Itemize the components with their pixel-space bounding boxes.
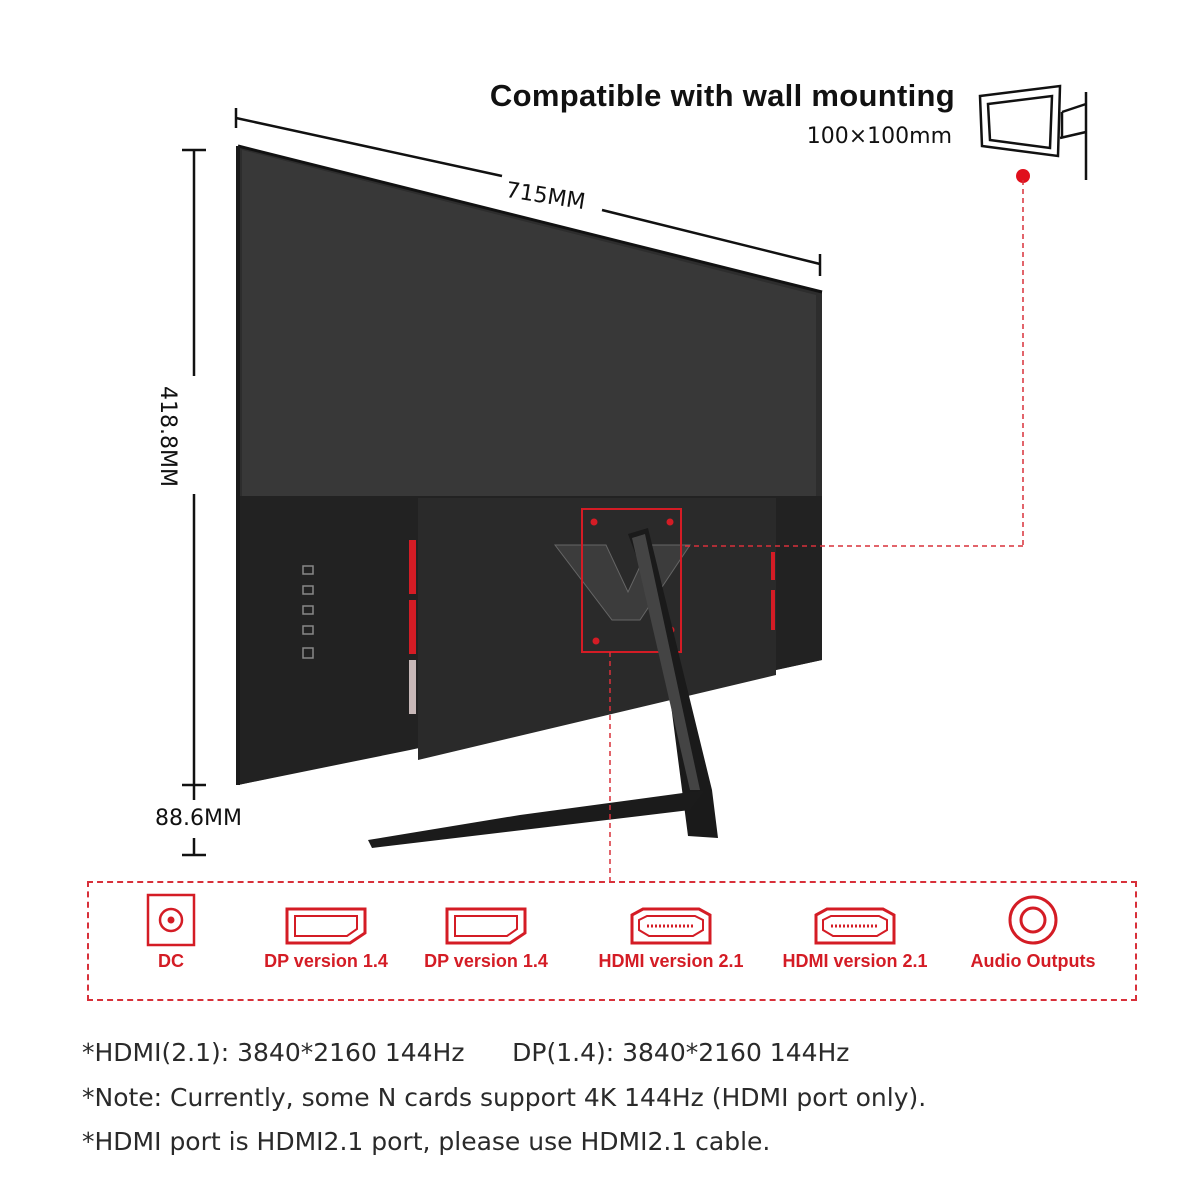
- vesa-size: 100×100mm: [806, 124, 952, 149]
- displayport-icon: [285, 907, 367, 945]
- leader-lines: [609, 180, 1024, 882]
- port-label: DC: [158, 951, 184, 971]
- vesa-mount-plate: [581, 508, 682, 653]
- port-dp-1: DP version 1.4: [226, 893, 426, 971]
- depth-label: 88.6MM: [155, 806, 242, 831]
- port-dp-2: DP version 1.4: [386, 893, 586, 971]
- note-n-cards: *Note: Currently, some N cards support 4…: [82, 1083, 927, 1112]
- note-resolution: *HDMI(2.1): 3840*2160 144Hz DP(1.4): 384…: [82, 1038, 850, 1067]
- dc-power-icon: [146, 893, 196, 947]
- audio-jack-icon: [1008, 895, 1058, 945]
- ports-panel: [87, 881, 1137, 1001]
- wall-mount-title: Compatible with wall mounting: [489, 78, 955, 113]
- depth-dimension-line: [182, 785, 206, 857]
- displayport-icon: [445, 907, 527, 945]
- wall-mount-icon: [978, 84, 1088, 180]
- port-dc: DC: [71, 893, 271, 971]
- port-label: DP version 1.4: [264, 951, 388, 971]
- height-dimension-line: [182, 148, 206, 787]
- port-label: HDMI version 2.1: [782, 951, 928, 971]
- hdmi-icon: [630, 907, 712, 945]
- port-hdmi-1: HDMI version 2.1: [571, 893, 771, 971]
- port-label: Audio Outputs: [970, 951, 1096, 971]
- port-hdmi-2: HDMI version 2.1: [755, 893, 955, 971]
- height-label: 418.8MM: [155, 386, 180, 487]
- port-label: HDMI version 2.1: [598, 951, 744, 971]
- note-hdmi-cable: *HDMI port is HDMI2.1 port, please use H…: [82, 1127, 771, 1156]
- port-audio: Audio Outputs: [933, 893, 1133, 971]
- width-dimension-line: [234, 108, 822, 276]
- hdmi-icon: [814, 907, 896, 945]
- monitor-stand: [368, 528, 718, 848]
- port-label: DP version 1.4: [424, 951, 548, 971]
- monitor-back: [236, 144, 823, 785]
